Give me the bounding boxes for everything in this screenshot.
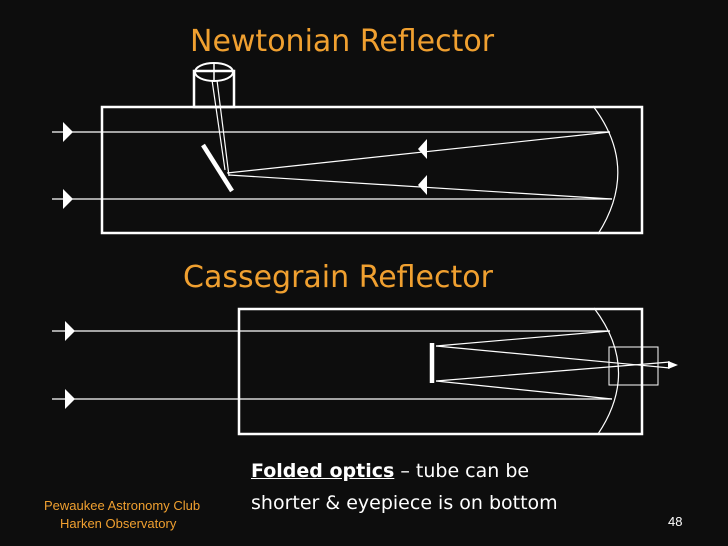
newtonian-diagram <box>52 62 644 235</box>
newtonian-arrow-back-top <box>418 139 427 159</box>
newtonian-arrow-in-bottom <box>63 189 73 209</box>
cassegrain-tube <box>237 307 644 436</box>
newtonian-primary-mirror <box>592 105 619 235</box>
cassegrain-arrow-focus <box>668 361 678 369</box>
caption-line-1-rest: – tube can be <box>394 460 530 482</box>
newtonian-arrow-back-bottom <box>418 175 427 195</box>
cassegrain-arrow-in-bottom <box>65 389 75 409</box>
caption-line-2: shorter & eyepiece is on bottom <box>251 492 558 514</box>
cassegrain-diagram <box>52 307 671 436</box>
cassegrain-title: Cassegrain Reflector <box>183 260 493 295</box>
newtonian-secondary-mirror <box>201 143 234 193</box>
footer: Pewaukee Astronomy Club Harken Observato… <box>44 497 200 533</box>
newtonian-arrow-in-top <box>63 122 73 142</box>
caption-emphasis: Folded optics <box>251 460 395 482</box>
caption-line-1: Folded optics – tube can be <box>251 455 558 487</box>
footer-club: Pewaukee Astronomy Club <box>44 498 201 513</box>
newtonian-tube <box>100 105 644 235</box>
newtonian-title: Newtonian Reflector <box>190 24 495 59</box>
caption: Folded optics – tube can be shorter & ey… <box>251 455 558 519</box>
page-number: 48 <box>668 514 683 529</box>
cassegrain-eyepiece-box <box>608 346 659 386</box>
footer-observatory: Harken Observatory <box>60 516 177 531</box>
cassegrain-primary-mirror <box>593 307 620 435</box>
cassegrain-arrow-in-top <box>65 321 75 341</box>
